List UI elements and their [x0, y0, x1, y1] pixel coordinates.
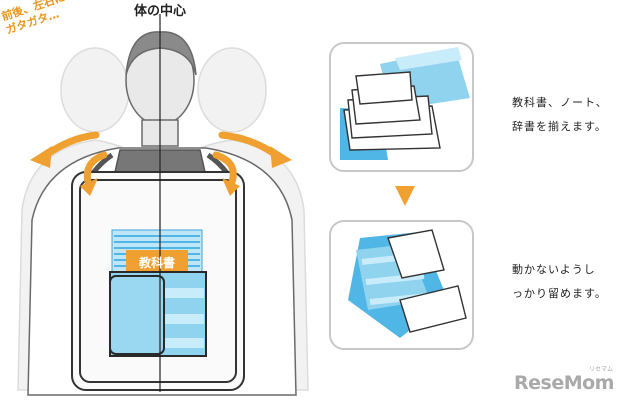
- step2-caption-line-2: っかり留めます。: [512, 287, 607, 300]
- textbook-label: 教科書: [138, 256, 175, 270]
- logo-kana: リセマム: [589, 366, 614, 373]
- step2-caption-line-1: 動かないようし: [512, 263, 596, 276]
- step1-caption-line-1: 教科書、ノート、: [512, 96, 608, 109]
- down-triangle-icon: [395, 186, 415, 206]
- step1-caption-line-2: 辞書を揃えます。: [512, 120, 607, 133]
- resemom-logo: ReseMom: [514, 372, 614, 394]
- step2-panel: [329, 220, 474, 350]
- step1-panel: [329, 42, 474, 172]
- step2-caption: 動かないようし っかり留めます。: [512, 258, 607, 306]
- page-title: 体の中心: [133, 4, 186, 19]
- step1-caption: 教科書、ノート、 辞書を揃えます。: [512, 91, 608, 139]
- book-stack: [109, 229, 207, 357]
